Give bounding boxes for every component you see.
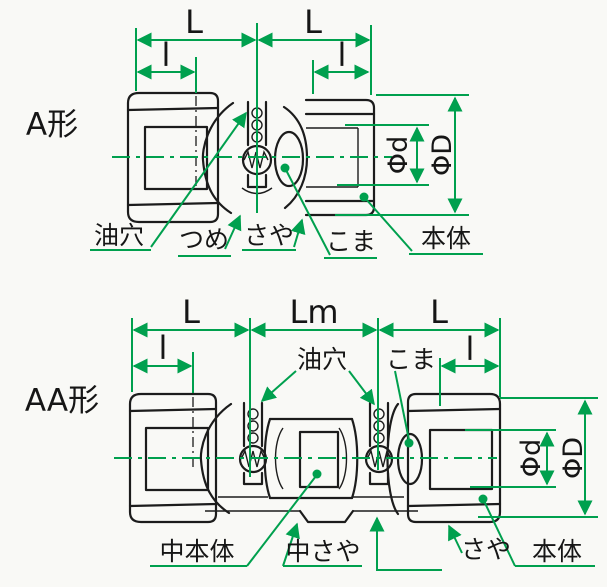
diagram-a: A形 L L l l Φd ΦD 油穴 つめ さや こま 本体: [26, 3, 483, 259]
diagram-aa: AA形 L Lm L l l Φd ΦD 油穴 こま 中本体 中さや さや 本体: [25, 293, 598, 571]
a-type-label: A形: [26, 107, 78, 143]
aa-leader-sheath: [448, 524, 463, 554]
aa-part-koma: こま: [386, 345, 436, 374]
aa-middle-sheath-piece: [298, 509, 355, 524]
aa-leader-middle-body: [246, 475, 317, 567]
aa-leaders: [150, 370, 595, 571]
a-part-oil-hole: 油穴: [94, 221, 144, 250]
a-dim-l-right: l: [338, 36, 347, 74]
aa-dim-phiD: ΦD: [558, 437, 589, 479]
aa-left-spring: [240, 448, 266, 468]
a-koma-piece: [273, 130, 305, 188]
aa-dim-phid: Φd: [516, 439, 547, 477]
aa-dim-l-left: l: [159, 329, 168, 367]
a-dimensions: [112, 23, 469, 216]
aa-detent-ball: [247, 420, 259, 432]
aa-part-oil-hole: 油穴: [297, 345, 347, 374]
aa-dim-Lm: Lm: [290, 293, 339, 331]
aa-left-mechanism: [238, 401, 268, 486]
aa-leader-oil-hole-right: [348, 370, 375, 406]
a-part-body: 本体: [421, 224, 471, 253]
a-leader-koma: [285, 169, 331, 256]
aa-part-middle-body: 中本体: [159, 537, 234, 566]
aa-leader-body-dot: [478, 494, 488, 504]
aa-leader-oil-hole-left: [260, 370, 297, 402]
aa-left-claw: [242, 471, 264, 486]
a-leader-sheath: [290, 218, 306, 248]
aa-leader-body: [483, 500, 516, 567]
aa-dim-L-right: L: [430, 293, 448, 331]
a-leader-body-dot: [359, 192, 369, 202]
aa-leader-koma-dot: [404, 438, 414, 448]
aa-detent-ball: [247, 408, 259, 420]
aa-dim-l-right: l: [466, 330, 475, 368]
a-leader-body: [364, 197, 413, 252]
aa-part-body: 本体: [532, 537, 582, 566]
aa-part-middle-sheath: 中さや: [285, 537, 360, 566]
a-dim-phiD: ΦD: [427, 134, 458, 176]
aa-detent-ball: [247, 432, 259, 444]
a-dim-L-left: L: [185, 3, 203, 41]
aa-leader-sheath-bracket: [369, 516, 442, 571]
a-left-nut: [126, 91, 220, 224]
a-dim-phid: Φd: [383, 136, 414, 174]
a-part-koma: こま: [326, 227, 376, 256]
aa-leader-middle-sheath: [282, 522, 300, 567]
aa-type-label: AA形: [25, 383, 99, 419]
aa-dimensions: [114, 318, 598, 518]
a-part-claw: つめ: [179, 225, 229, 254]
a-leader-claw: [224, 214, 242, 250]
a-leader-oil-hole: [150, 111, 247, 248]
aa-left-housing: [199, 402, 233, 515]
a-leader-koma-dot: [280, 163, 290, 173]
a-dim-L-right: L: [304, 3, 322, 41]
aa-part-sheath: さや: [461, 535, 511, 564]
aa-leader-middle-body-dot: [312, 469, 322, 479]
a-part-sheath: さや: [244, 221, 294, 250]
aa-dim-L-left: L: [182, 293, 200, 331]
aa-right-claw: [368, 471, 390, 486]
aa-center-square: [298, 430, 340, 489]
a-dim-l-left: l: [162, 36, 171, 74]
a-leaders: [90, 111, 483, 259]
aa-leader-koma: [394, 370, 410, 441]
